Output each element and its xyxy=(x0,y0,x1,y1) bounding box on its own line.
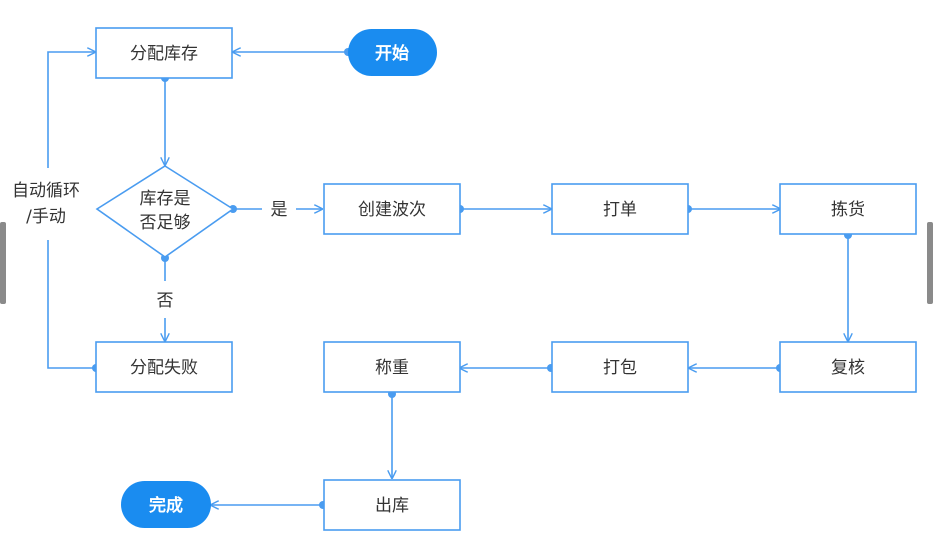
edge-label-no: 否 xyxy=(157,291,174,311)
node-allocation-failed-label: 分配失败 xyxy=(130,358,198,378)
edge-loop-back-b xyxy=(47,52,95,168)
decision-label-line1: 库存是 xyxy=(140,189,191,209)
terminator-start xyxy=(348,29,437,76)
node-stock-sufficient-decision xyxy=(95,165,235,258)
node-print-order xyxy=(551,183,689,235)
node-pick-goods-label: 拣货 xyxy=(831,200,865,220)
node-create-wave xyxy=(323,183,461,235)
node-pack xyxy=(551,341,689,393)
node-weigh-label: 称重 xyxy=(375,358,409,378)
right-edge-scroll-handle xyxy=(927,222,933,304)
node-print-order-label: 打单 xyxy=(603,200,637,220)
node-ship-out-label: 出库 xyxy=(375,496,409,516)
node-weigh xyxy=(323,341,461,393)
node-create-wave-label: 创建波次 xyxy=(358,200,426,220)
edge-loop-back-a xyxy=(47,240,96,369)
node-pick-goods xyxy=(779,183,917,235)
node-allocate-inventory-label: 分配库存 xyxy=(130,44,198,64)
left-edge-scroll-handle xyxy=(0,222,6,304)
node-ship-out xyxy=(323,479,461,531)
edge-label-loop-line1: 自动循环 xyxy=(12,181,80,201)
node-pack-label: 打包 xyxy=(603,358,637,378)
node-review-label: 复核 xyxy=(831,358,865,378)
terminator-done-label: 完成 xyxy=(149,495,183,516)
node-review xyxy=(779,341,917,393)
decision-label-line2: 否足够 xyxy=(140,213,191,233)
terminator-done xyxy=(121,481,211,528)
node-allocation-failed xyxy=(95,341,233,393)
terminator-start-label: 开始 xyxy=(375,43,409,64)
node-allocate-inventory xyxy=(95,27,233,79)
edge-label-yes: 是 xyxy=(271,200,288,220)
edge-label-loop-line2: /手动 xyxy=(26,207,66,227)
